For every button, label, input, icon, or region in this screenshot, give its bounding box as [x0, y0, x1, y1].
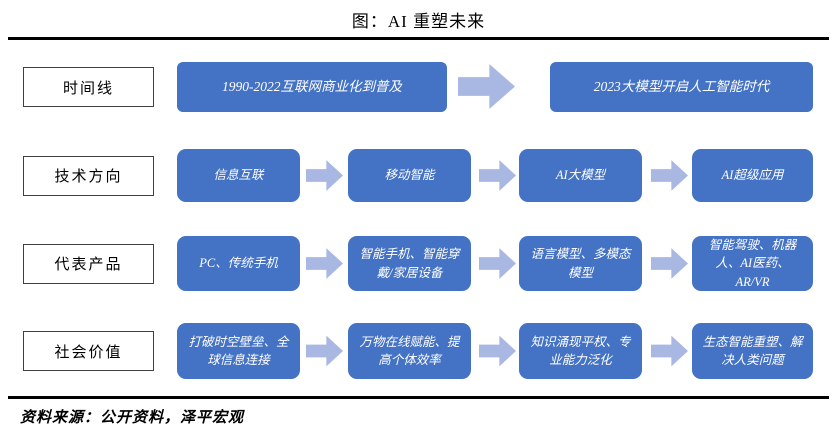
flow-box: 知识涌现平权、专业能力泛化	[519, 323, 642, 379]
right-block-arrow-icon	[479, 335, 516, 367]
top-rule	[8, 37, 829, 40]
right-block-arrow-icon	[651, 160, 688, 191]
flow-box: AI超级应用	[692, 149, 813, 202]
row-label-timeline: 时间线	[23, 67, 154, 107]
row-label-products: 代表产品	[23, 243, 154, 284]
flow-box: 信息互联	[177, 149, 300, 202]
flow-box-ai-era: 2023大模型开启人工智能时代	[550, 62, 813, 112]
right-block-arrow-icon	[651, 335, 688, 367]
right-block-arrow-icon	[306, 248, 343, 279]
right-block-arrow-icon	[306, 335, 343, 367]
row-technology: 技术方向 信息互联 移动智能 AI大模型 AI超级应用	[0, 149, 837, 202]
flow-box: 智能手机、智能穿戴/家居设备	[348, 236, 471, 291]
row-products: 代表产品 PC、传统手机 智能手机、智能穿戴/家居设备 语言模型、多模态模型 智…	[0, 236, 837, 291]
right-block-arrow-icon	[651, 248, 688, 279]
flow-box: 移动智能	[348, 149, 471, 202]
right-block-arrow-icon	[458, 63, 515, 110]
right-block-arrow-icon	[306, 160, 343, 191]
row-social-value: 社会价值 打破时空壁垒、全球信息连接 万物在线赋能、提高个体效率 知识涌现平权、…	[0, 323, 837, 379]
row-timeline: 时间线 1990-2022互联网商业化到普及 2023大模型开启人工智能时代	[0, 62, 837, 112]
flow-box: 智能驾驶、机器人、AI医药、AR/VR	[692, 236, 813, 291]
flow-box: 万物在线赋能、提高个体效率	[348, 323, 471, 379]
flow-box: 打破时空壁垒、全球信息连接	[177, 323, 300, 379]
right-block-arrow-icon	[479, 160, 516, 191]
flow-box: 生态智能重塑、解决人类问题	[692, 323, 813, 379]
figure-title: 图：AI 重塑未来	[351, 12, 486, 31]
flow-box-internet-era: 1990-2022互联网商业化到普及	[177, 62, 447, 112]
source-note: 资料来源：公开资料，泽平宏观	[20, 410, 245, 426]
flow-box: 语言模型、多模态模型	[519, 236, 642, 291]
row-label-technology: 技术方向	[23, 155, 154, 196]
row-label-social-value: 社会价值	[23, 331, 154, 371]
bottom-rule	[8, 396, 829, 399]
flow-box: PC、传统手机	[177, 236, 300, 291]
flow-box: AI大模型	[519, 149, 642, 202]
right-block-arrow-icon	[479, 248, 516, 279]
